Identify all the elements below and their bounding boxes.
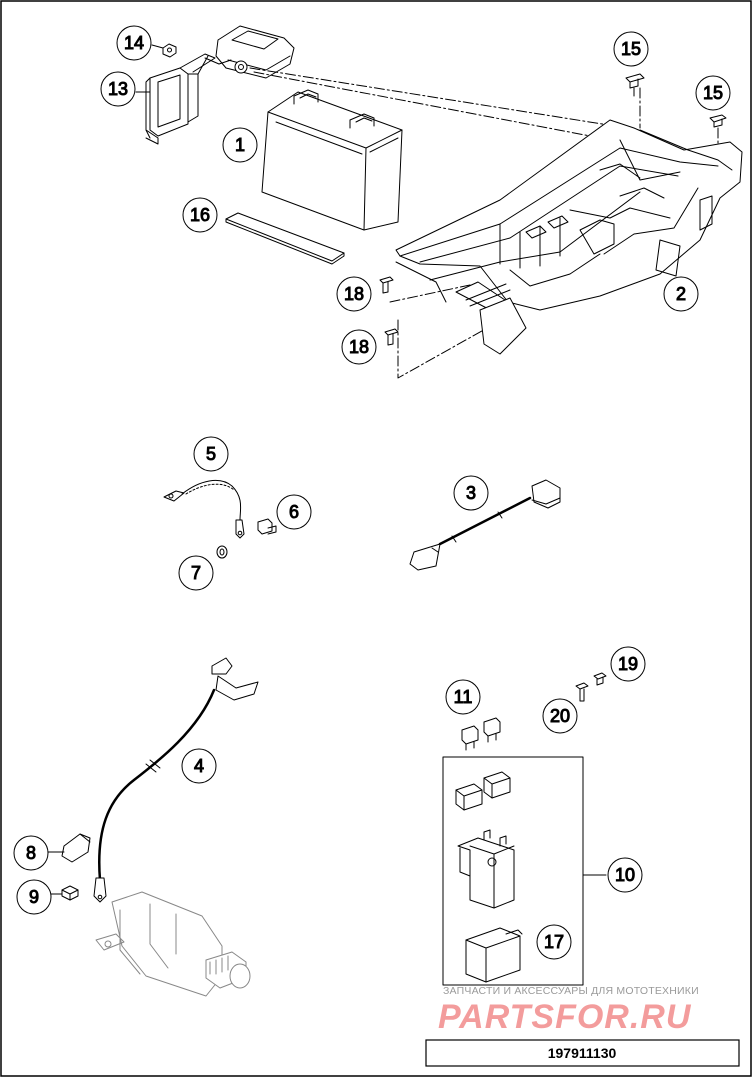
callout-15-top-label: 15 <box>621 39 641 59</box>
part-17-relay-cap <box>465 927 523 983</box>
callout-11[interactable]: 11 <box>445 679 481 715</box>
callout-5[interactable]: 5 <box>193 436 229 472</box>
part-20-screw <box>575 682 589 702</box>
part-14-nut <box>151 43 177 58</box>
drawing-number-box: 197911130 <box>425 1039 740 1067</box>
part-8-boot <box>47 833 91 863</box>
drawing-number: 197911130 <box>548 1045 617 1061</box>
part-1-battery <box>261 89 403 231</box>
part-relay-cover <box>204 25 295 79</box>
part-19-screw <box>593 672 607 686</box>
callout-17-label: 17 <box>544 932 564 952</box>
callout-4[interactable]: 4 <box>181 748 217 784</box>
starter-motor <box>95 891 251 997</box>
part-3-cable <box>409 479 561 571</box>
part-15-screw-a <box>625 73 645 97</box>
callout-2[interactable]: 2 <box>663 276 699 312</box>
part-5-ground-cable <box>163 479 245 539</box>
starter-relay <box>457 829 515 909</box>
part-15-screw-b <box>709 114 727 128</box>
relay-fuse-caps <box>455 771 511 811</box>
callout-13[interactable]: 13 <box>100 71 136 107</box>
part-4-starter-cable <box>93 657 259 903</box>
callout-19-label: 19 <box>618 654 638 674</box>
callout-18-upper-label: 18 <box>344 284 364 304</box>
callout-17[interactable]: 17 <box>536 924 572 960</box>
part-18-screw-a <box>379 276 394 294</box>
callout-16-label: 16 <box>190 205 210 225</box>
callout-3[interactable]: 3 <box>453 475 489 511</box>
callout-3-label: 3 <box>466 483 476 503</box>
part-2-battery-tray <box>395 119 743 355</box>
callout-10[interactable]: 10 <box>607 857 643 893</box>
callout-7[interactable]: 7 <box>178 555 214 591</box>
callout-5-label: 5 <box>206 444 216 464</box>
callout-18-upper[interactable]: 18 <box>336 276 372 312</box>
callout-1-label: 1 <box>235 135 245 155</box>
callout-6-label: 6 <box>289 502 299 522</box>
callout-4-label: 4 <box>194 756 204 776</box>
watermark: ЗАПЧАСТИ И АКСЕССУАРЫ ДЛЯ МОТОТЕХНИКИ PA… <box>438 985 699 1036</box>
callout-20[interactable]: 20 <box>542 698 578 734</box>
callout-16[interactable]: 16 <box>182 197 218 233</box>
callout-15-right-label: 15 <box>703 83 723 103</box>
callout-11-label: 11 <box>454 687 473 707</box>
callouts: 14 15 13 1 15 16 2 18 <box>13 25 731 960</box>
callout-18-lower-label: 18 <box>349 337 369 357</box>
callout-1[interactable]: 1 <box>222 127 258 163</box>
callout-8[interactable]: 8 <box>13 835 49 871</box>
callout-15-right[interactable]: 15 <box>695 75 731 111</box>
callout-20-label: 20 <box>550 706 570 726</box>
part-18-screw-b <box>384 328 399 346</box>
callout-2-label: 2 <box>676 284 686 304</box>
callout-18-lower[interactable]: 18 <box>341 329 377 365</box>
callout-15-top[interactable]: 15 <box>613 31 649 67</box>
callout-7-label: 7 <box>191 563 201 583</box>
part-16-pad <box>225 212 345 265</box>
callout-14-label: 14 <box>124 33 144 53</box>
part-9-nut <box>49 885 79 901</box>
callout-6[interactable]: 6 <box>276 494 312 530</box>
watermark-tagline: ЗАПЧАСТИ И АКСЕССУАРЫ ДЛЯ МОТОТЕХНИКИ <box>443 985 699 997</box>
callout-19[interactable]: 19 <box>610 646 646 682</box>
callout-9[interactable]: 9 <box>16 879 52 915</box>
callout-13-label: 13 <box>108 79 128 99</box>
watermark-brand: PARTSFOR.RU <box>438 998 692 1036</box>
callout-9-label: 9 <box>29 887 39 907</box>
part-6-bolt <box>257 518 277 535</box>
part-10-relay-box <box>442 756 584 986</box>
callout-14[interactable]: 14 <box>116 25 152 61</box>
part-7-washer <box>216 545 228 559</box>
callout-10-label: 10 <box>615 865 635 885</box>
part-11-fuses <box>461 717 501 751</box>
callout-8-label: 8 <box>26 843 36 863</box>
part-13-bracket <box>135 53 216 145</box>
